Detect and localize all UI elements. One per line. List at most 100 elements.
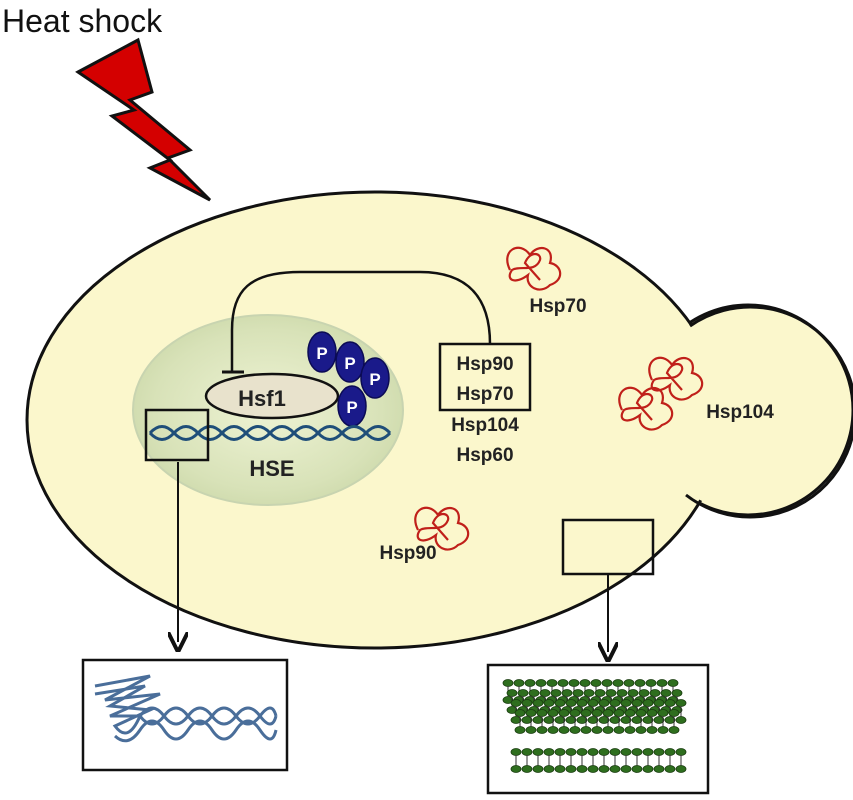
fibril-bead	[550, 689, 562, 697]
fibril-bead	[645, 679, 657, 687]
fibril-bead	[664, 765, 676, 773]
fibril-bead	[546, 679, 558, 687]
fibril-bead	[623, 679, 635, 687]
fibril-bead	[624, 709, 636, 717]
fibril-bead	[565, 748, 577, 756]
fibril-bead	[598, 748, 610, 756]
fibril-bead	[543, 765, 555, 773]
phospho-label-3: P	[369, 370, 380, 389]
hsp70-protein-icon	[506, 246, 562, 291]
fibril-bead	[598, 716, 610, 724]
fibril-bead	[602, 726, 614, 734]
fibril-bead	[635, 726, 647, 734]
fibril-bead	[554, 699, 566, 707]
fibril-bead	[664, 699, 676, 707]
hsf1-label: Hsf1	[238, 386, 286, 411]
fibril-bead	[510, 765, 522, 773]
hsf1-protein	[204, 372, 340, 420]
fibril-bead	[539, 689, 551, 697]
fibril-bead	[528, 689, 540, 697]
fibril-bead	[502, 679, 514, 687]
fibril-bead	[634, 679, 646, 687]
fibril-bead	[642, 748, 654, 756]
amyloid-fibril-inset	[486, 663, 710, 795]
fibril-bead	[576, 748, 588, 756]
fibril-bead	[513, 679, 525, 687]
fibril-bead	[609, 716, 621, 724]
fibril-bead	[521, 699, 533, 707]
fibril-bead	[558, 709, 570, 717]
gene-hsp70: Hsp70	[456, 384, 513, 405]
fibril-bead	[576, 765, 588, 773]
fibril-bead	[649, 689, 661, 697]
lightning-bolt-icon	[75, 37, 212, 202]
fibril-bead	[557, 679, 569, 687]
fibril-bead	[627, 689, 639, 697]
fibril-bead	[657, 709, 669, 717]
hsp70-label: Hsp70	[529, 296, 586, 317]
hsp90-protein-icon	[414, 506, 470, 551]
fibril-bead	[517, 689, 529, 697]
fibril-bead	[521, 765, 533, 773]
gene-hsp90: Hsp90	[456, 354, 513, 375]
fibril-bead	[514, 726, 526, 734]
fibril-bead	[613, 726, 625, 734]
induced-genes-box	[438, 342, 532, 412]
fibril-bead	[668, 726, 680, 734]
fibril-bead	[554, 765, 566, 773]
fibril-bead	[568, 679, 580, 687]
fibril-bead	[510, 748, 522, 756]
fibril-bead	[524, 679, 536, 687]
fibril-bead	[616, 689, 628, 697]
fibril-bead	[587, 765, 599, 773]
dna-helix	[148, 425, 392, 441]
fibril-bead	[580, 709, 592, 717]
fibril-bead	[620, 716, 632, 724]
fibril-bead	[631, 699, 643, 707]
fibril-bead	[587, 716, 599, 724]
fibril-bead	[675, 765, 687, 773]
fibril-bead	[601, 679, 613, 687]
fibril-bead	[675, 716, 687, 724]
fibril-bead	[525, 709, 537, 717]
hsp104-protein-icon	[618, 356, 704, 431]
fibril-bead	[653, 765, 665, 773]
fibril-bead	[576, 716, 588, 724]
gene-hsp60: Hsp60	[456, 445, 513, 466]
fibril-bead	[671, 689, 683, 697]
fibril-bead	[609, 748, 621, 756]
fibril-bead	[590, 679, 602, 687]
fibril-bead	[521, 716, 533, 724]
fibril-bead	[543, 716, 555, 724]
fibril-bead	[591, 726, 603, 734]
fibril-bead	[642, 699, 654, 707]
fibril-bead	[594, 689, 606, 697]
fibril-bead	[554, 748, 566, 756]
fibril-bead	[598, 699, 610, 707]
phospho-label-4: P	[346, 398, 357, 417]
fibril-bead	[580, 726, 592, 734]
fibril-bead	[532, 765, 544, 773]
fibril-bead	[631, 765, 643, 773]
fibril-bead	[535, 679, 547, 687]
fibril-bead	[620, 748, 632, 756]
fibril-bead	[532, 748, 544, 756]
fibril-bead	[675, 748, 687, 756]
phosphate-groups: P P P P	[307, 331, 390, 427]
fibril-bead	[612, 679, 624, 687]
fibril-bead	[602, 709, 614, 717]
fibril-bead	[510, 699, 522, 707]
fibril-bead	[543, 748, 555, 756]
title-heat-shock: Heat shock	[2, 3, 163, 39]
fibril-bead	[664, 716, 676, 724]
hsp104-label: Hsp104	[706, 402, 774, 423]
fibril-bead	[605, 689, 617, 697]
fibril-bead	[613, 709, 625, 717]
fibril-bead	[624, 726, 636, 734]
fibril-bead	[664, 748, 676, 756]
fibril-bead	[543, 699, 555, 707]
fibril-bead	[565, 765, 577, 773]
fibril-bead	[576, 699, 588, 707]
fibril-bead	[609, 765, 621, 773]
